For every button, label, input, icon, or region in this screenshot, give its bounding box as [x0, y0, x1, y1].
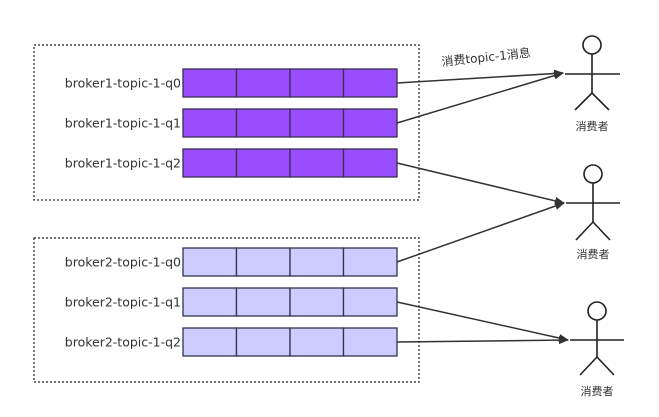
queue-cell: [289, 148, 345, 178]
consumer-actor: [566, 164, 620, 241]
consumer-actor: [565, 35, 620, 111]
queue-label: broker2-topic-1-q2: [65, 335, 181, 350]
actor-left-leg: [579, 356, 598, 376]
queue-cell: [342, 287, 398, 317]
consume-arrow: [396, 336, 569, 345]
consumer-label: 消费者: [576, 119, 609, 133]
queue-cell: [235, 148, 291, 178]
queue-cell: [182, 247, 238, 277]
consume-arrow: [396, 69, 564, 84]
queue-cell: [235, 287, 291, 317]
actor-left-leg: [575, 221, 594, 241]
queue: [182, 68, 398, 98]
queue: [182, 108, 398, 138]
edge-label: 消费topic-1消息: [441, 45, 532, 69]
queue-cell: [342, 327, 398, 357]
queue-cell: [182, 108, 238, 138]
queue-cell: [182, 327, 238, 357]
consume-arrow: [396, 162, 565, 205]
queue: [182, 287, 398, 317]
queue-cell: [342, 68, 398, 98]
consume-arrow: [396, 202, 565, 263]
queue: [182, 247, 398, 277]
queue-cell: [289, 287, 345, 317]
queue-label: broker2-topic-1-q1: [65, 295, 181, 310]
broker-group-box: [33, 44, 420, 201]
queue-cell: [235, 68, 291, 98]
queue-label: broker1-topic-1-q1: [65, 116, 181, 131]
queue-cell: [182, 68, 238, 98]
queue-cell: [289, 247, 345, 277]
queue-cell: [235, 247, 291, 277]
actor-head: [583, 164, 603, 184]
queue-cell: [235, 108, 291, 138]
consumer-label: 消费者: [581, 384, 614, 398]
actor-right-leg: [596, 356, 615, 376]
actor-left-leg: [574, 92, 593, 111]
queue: [182, 327, 398, 357]
queue-cell: [235, 327, 291, 357]
broker-group-box: [33, 237, 420, 383]
queue-cell: [182, 287, 238, 317]
queue-cell: [289, 108, 345, 138]
actor-head: [587, 301, 607, 321]
consume-arrow: [396, 71, 564, 124]
consumer-label: 消费者: [577, 247, 610, 261]
actor-right-leg: [591, 92, 610, 111]
queue-label: broker2-topic-1-q0: [65, 255, 181, 270]
queue-cell: [342, 247, 398, 277]
queue-label: broker1-topic-1-q2: [65, 156, 181, 171]
consume-arrow: [396, 301, 569, 342]
queue-cell: [182, 148, 238, 178]
actor-head: [582, 35, 602, 55]
consumer-actor: [570, 301, 624, 376]
queue: [182, 148, 398, 178]
queue-cell: [342, 108, 398, 138]
actor-right-leg: [592, 221, 611, 241]
queue-cell: [289, 68, 345, 98]
queue-cell: [289, 327, 345, 357]
queue-cell: [342, 148, 398, 178]
queue-label: broker1-topic-1-q0: [65, 76, 181, 91]
